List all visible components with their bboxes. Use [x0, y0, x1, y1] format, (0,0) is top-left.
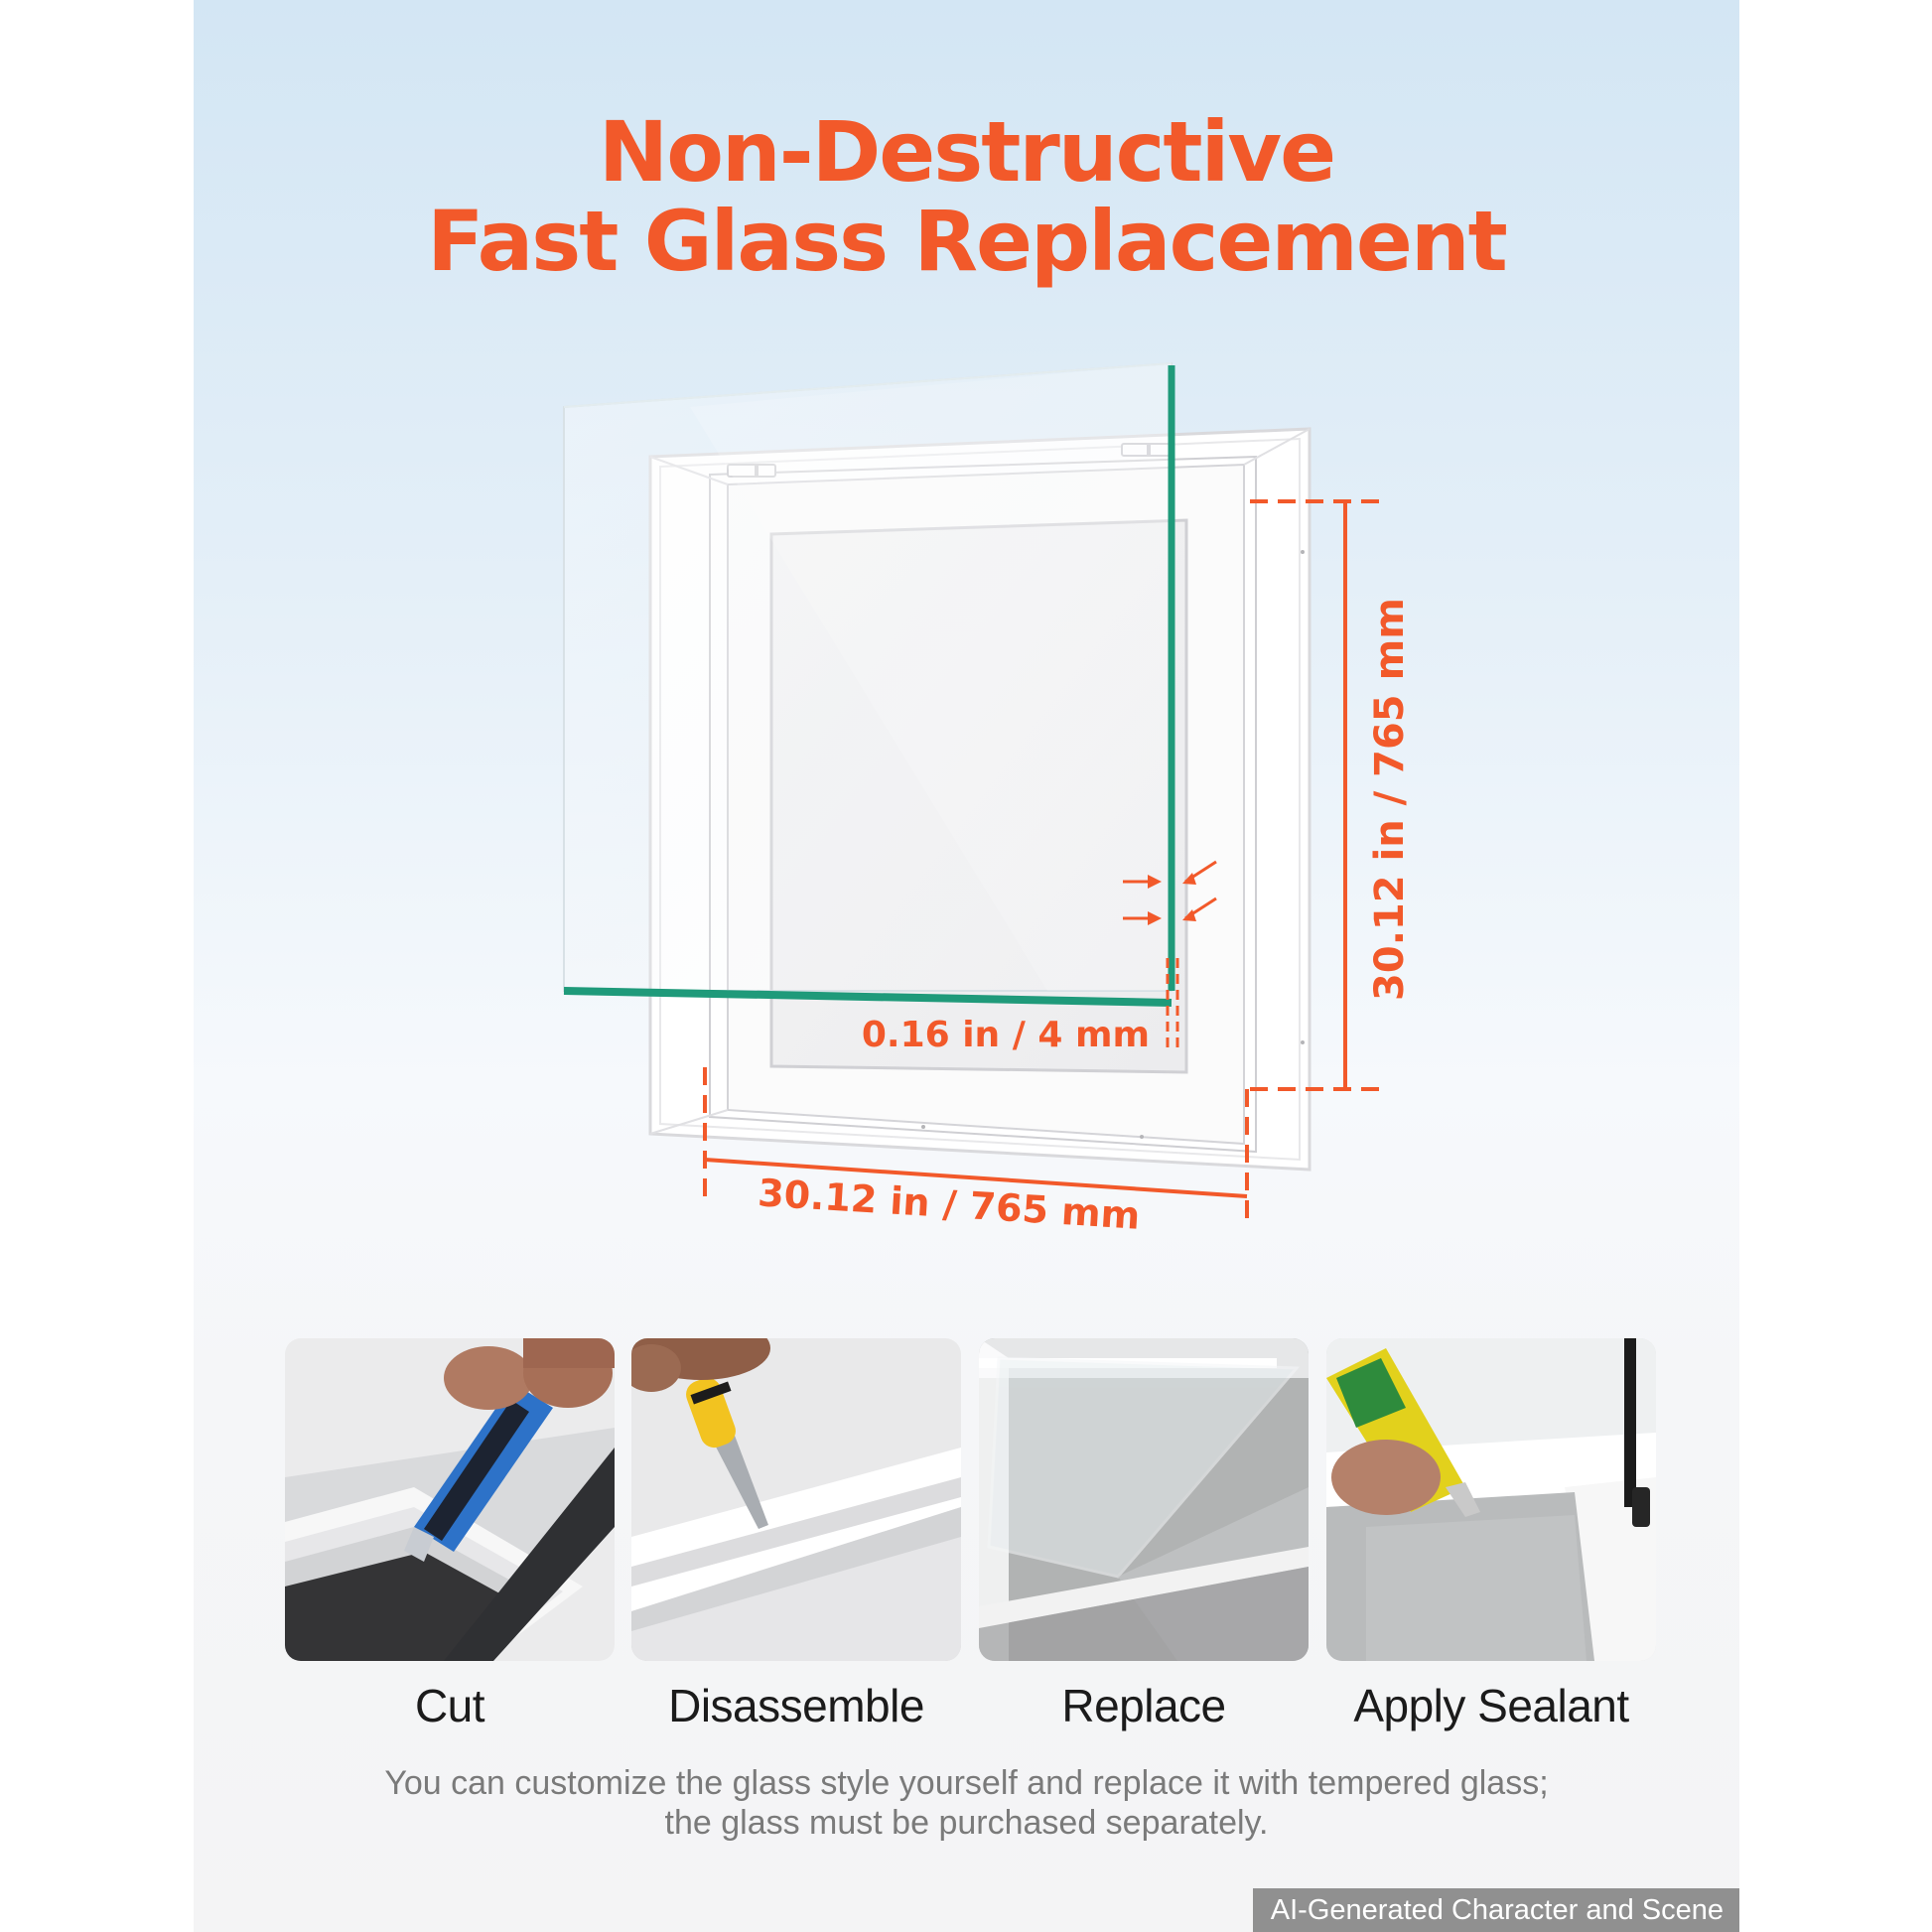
glass-sheet	[563, 361, 1175, 1007]
step-label-cut: Cut	[414, 1680, 485, 1731]
step-cut-photo	[285, 1338, 615, 1661]
thickness-arrows	[1148, 873, 1196, 925]
headline-line-1: Non-Destructive	[598, 103, 1336, 201]
hand-icon	[631, 1338, 770, 1392]
hand-icon	[444, 1338, 615, 1410]
width-dimension	[703, 1067, 1249, 1223]
utility-knife-icon	[404, 1383, 553, 1562]
height-label: 30.12 in / 765 mm	[1367, 598, 1413, 1001]
thickness-label: 0.16 in / 4 mm	[862, 1015, 1150, 1055]
step-disassemble-photo	[631, 1338, 961, 1661]
hand-icon	[1331, 1440, 1441, 1515]
step-label-disassemble: Disassemble	[668, 1680, 924, 1731]
step-label-apply-sealant: Apply Sealant	[1353, 1680, 1629, 1731]
purchase-note-line-2: the glass must be purchased separately.	[664, 1804, 1269, 1842]
product-panel: Non-Destructive Fast Glass Replacement	[194, 0, 1739, 1932]
purchase-note: You can customize the glass style yourse…	[194, 1763, 1739, 1843]
ai-generated-badge: AI-Generated Character and Scene	[1252, 1888, 1739, 1932]
width-label: 30.12 in / 765 mm	[757, 1171, 1142, 1237]
step-apply-sealant-photo	[1326, 1338, 1656, 1661]
screwdriver-icon	[686, 1377, 768, 1529]
step-label-replace: Replace	[1061, 1680, 1226, 1731]
glass-frame-diagram: 30.12 in / 765 mm 30.12 in / 765 mm 0.16…	[563, 361, 1413, 1238]
purchase-note-line-1: You can customize the glass style yourse…	[384, 1764, 1549, 1802]
height-dimension	[1250, 499, 1385, 1091]
headline-line-2: Fast Glass Replacement	[427, 193, 1508, 290]
step-replace-photo	[979, 1338, 1309, 1661]
